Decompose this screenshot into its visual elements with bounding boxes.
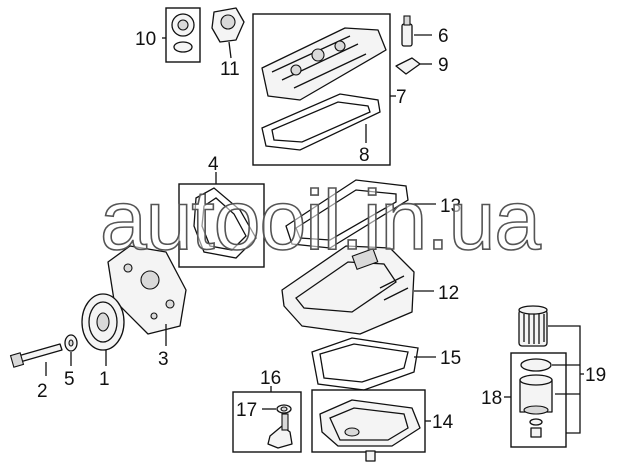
part-5-washer bbox=[64, 334, 78, 352]
callout-17: 17 bbox=[236, 400, 257, 421]
callout-8: 8 bbox=[359, 145, 370, 166]
callout-3: 3 bbox=[158, 349, 169, 370]
callout-2: 2 bbox=[37, 381, 48, 402]
callout-18: 18 bbox=[481, 388, 502, 409]
box-part-4 bbox=[178, 183, 265, 268]
part-2-bolt bbox=[9, 343, 63, 368]
part-8-valve-cover-gasket bbox=[261, 93, 381, 151]
part-16-drain-plug bbox=[267, 413, 293, 449]
part-1-crank-pulley bbox=[81, 293, 125, 351]
callout-19: 19 bbox=[585, 365, 606, 386]
callout-14: 14 bbox=[432, 412, 454, 433]
callout-1: 1 bbox=[99, 369, 110, 390]
callout-19-bracket bbox=[548, 325, 581, 434]
part-15-lower-pan-gasket bbox=[311, 337, 419, 391]
part-4-gasket bbox=[193, 187, 257, 259]
box-part-16 bbox=[232, 391, 302, 453]
callout-13: 13 bbox=[440, 196, 461, 217]
part-17-washer bbox=[276, 404, 292, 414]
part-6-sensor bbox=[401, 15, 413, 47]
callout-7: 7 bbox=[396, 87, 407, 108]
box-part-18 bbox=[510, 352, 567, 448]
callout-10: 10 bbox=[135, 29, 156, 50]
part-10-oil-cap bbox=[171, 13, 195, 53]
watermark-text: autooil.in.ua bbox=[99, 173, 542, 267]
part-14-drain-plug bbox=[365, 450, 376, 462]
callout-15: 15 bbox=[440, 348, 461, 369]
part-7-valve-cover bbox=[261, 27, 387, 101]
part-18-filter-housing bbox=[519, 358, 553, 438]
part-3-front-cover bbox=[107, 245, 187, 335]
callout-16: 16 bbox=[260, 368, 281, 389]
callout-5: 5 bbox=[64, 369, 75, 390]
box-part-10 bbox=[165, 7, 201, 63]
callout-4: 4 bbox=[208, 154, 219, 175]
box-part-7 bbox=[252, 13, 391, 166]
part-13-pan-gasket bbox=[285, 179, 409, 249]
part-11-filler-neck bbox=[211, 7, 245, 43]
part-9-seal bbox=[395, 57, 421, 75]
callout-11: 11 bbox=[220, 59, 240, 80]
part-19-oil-filter bbox=[518, 305, 548, 347]
part-12-upper-oil-pan bbox=[281, 245, 415, 335]
callout-6: 6 bbox=[438, 26, 449, 47]
callout-12: 12 bbox=[438, 283, 459, 304]
callout-9: 9 bbox=[438, 55, 449, 76]
part-14-lower-oil-pan bbox=[319, 399, 421, 447]
